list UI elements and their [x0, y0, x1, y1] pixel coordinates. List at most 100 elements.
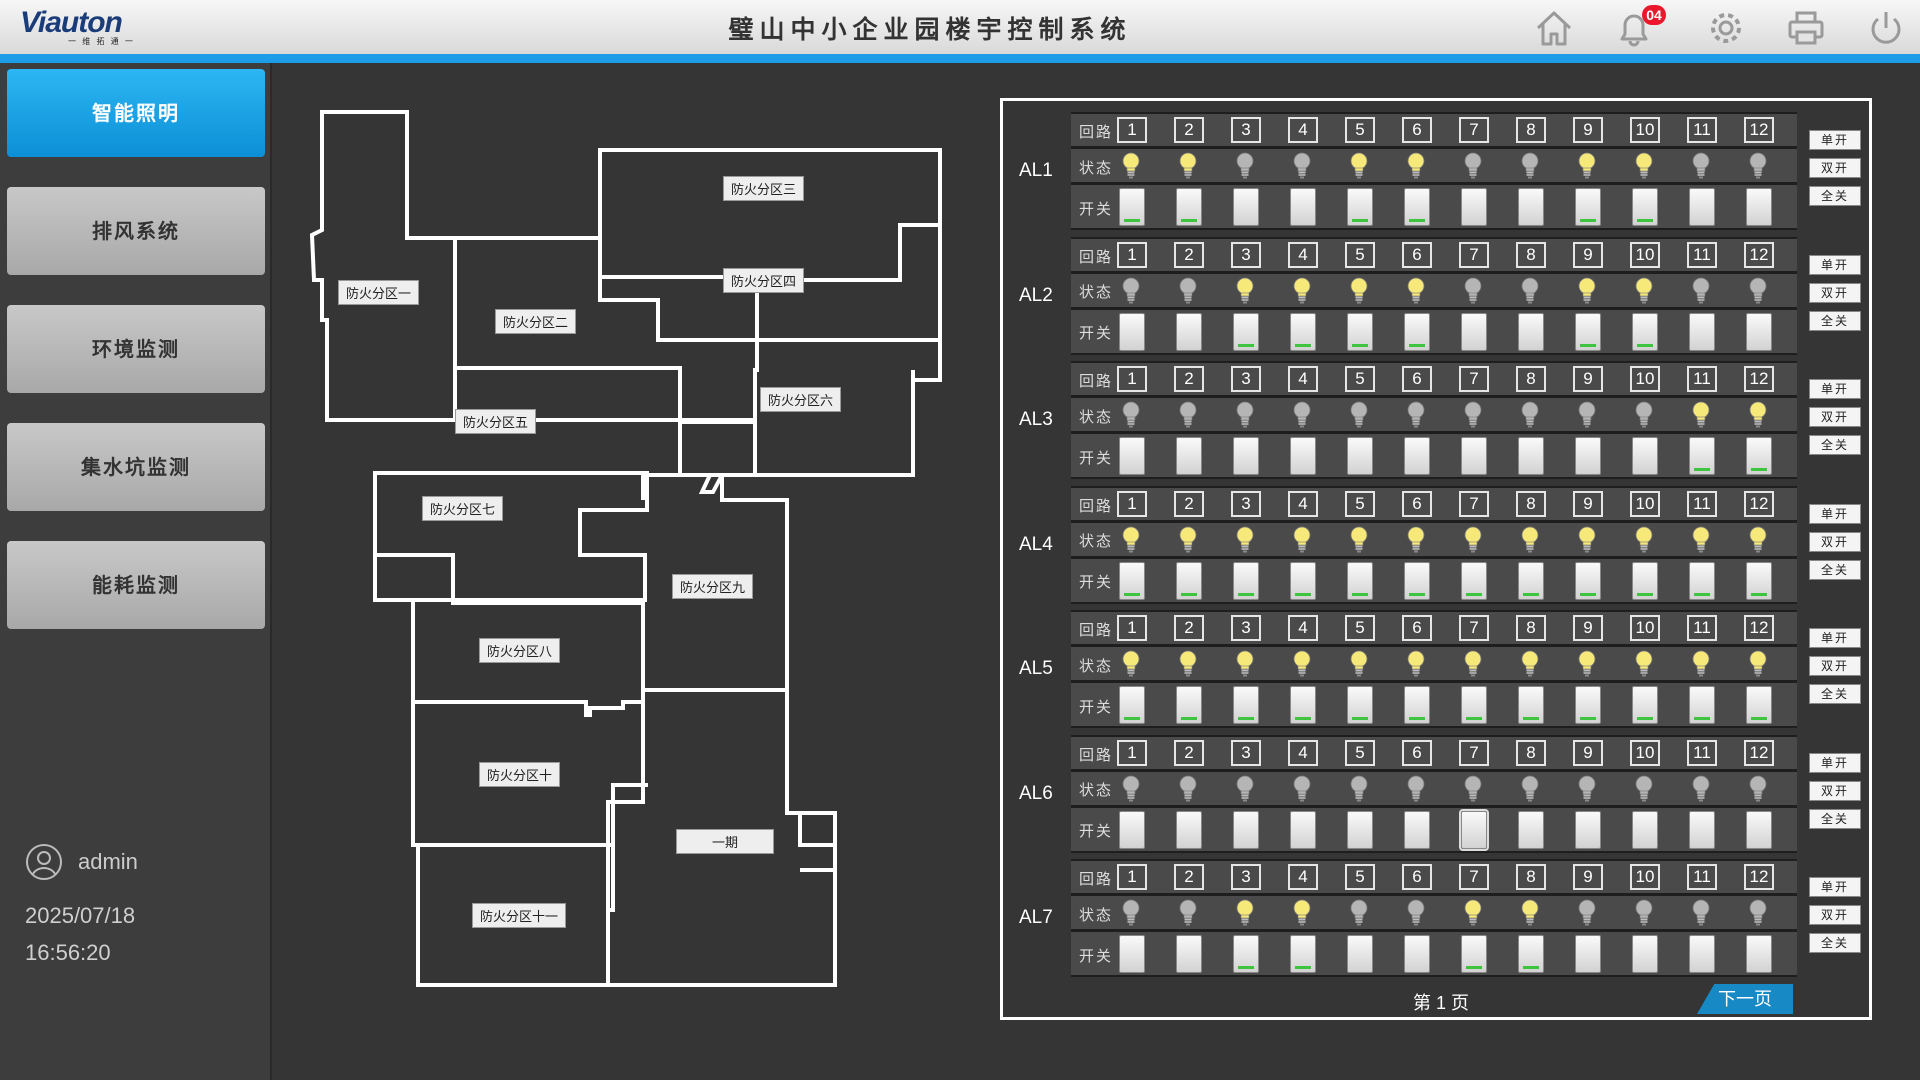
next-page-button[interactable]: 下一页 [1697, 984, 1793, 1014]
nav-energy[interactable]: 能耗监测 [7, 541, 265, 629]
circuit-switch[interactable] [1404, 561, 1430, 600]
nav-ventilation[interactable]: 排风系统 [7, 187, 265, 275]
circuit-switch[interactable] [1632, 437, 1658, 475]
circuit-switch[interactable] [1233, 810, 1259, 849]
circuit-switch[interactable] [1119, 437, 1145, 475]
nav-environment[interactable]: 环境监测 [7, 305, 265, 393]
double-on-button[interactable]: 双开 [1809, 905, 1861, 925]
all-off-button[interactable]: 全关 [1809, 310, 1861, 331]
single-on-button[interactable]: 单开 [1809, 130, 1861, 150]
nav-lighting[interactable]: 智能照明 [7, 69, 265, 157]
circuit-switch[interactable] [1233, 686, 1259, 724]
home-icon[interactable] [1532, 8, 1576, 48]
zone-label[interactable]: 防火分区一 [338, 280, 420, 305]
circuit-switch[interactable] [1347, 188, 1373, 226]
zone-label[interactable]: 防火分区八 [479, 638, 561, 663]
all-off-button[interactable]: 全关 [1809, 684, 1861, 704]
circuit-switch[interactable] [1119, 188, 1145, 226]
circuit-switch[interactable] [1404, 312, 1430, 351]
single-on-button[interactable]: 单开 [1809, 254, 1861, 275]
circuit-switch[interactable] [1518, 810, 1544, 849]
circuit-switch[interactable] [1176, 686, 1202, 724]
circuit-switch[interactable] [1575, 312, 1601, 351]
circuit-switch[interactable] [1689, 935, 1715, 973]
circuit-switch[interactable] [1746, 935, 1772, 973]
double-on-button[interactable]: 双开 [1809, 656, 1861, 676]
circuit-switch[interactable] [1461, 810, 1487, 849]
zone-label[interactable]: 防火分区二 [495, 309, 577, 334]
all-off-button[interactable]: 全关 [1809, 435, 1861, 455]
circuit-switch[interactable] [1233, 312, 1259, 351]
circuit-switch[interactable] [1404, 188, 1430, 226]
circuit-switch[interactable] [1176, 437, 1202, 475]
circuit-switch[interactable] [1347, 935, 1373, 973]
circuit-switch[interactable] [1632, 312, 1658, 351]
zone-label[interactable]: 一期 [676, 829, 774, 854]
circuit-switch[interactable] [1119, 810, 1145, 849]
circuit-switch[interactable] [1233, 188, 1259, 226]
zone-label[interactable]: 防火分区三 [723, 176, 805, 201]
circuit-switch[interactable] [1119, 312, 1145, 351]
circuit-switch[interactable] [1746, 312, 1772, 351]
circuit-switch[interactable] [1632, 188, 1658, 226]
circuit-switch[interactable] [1176, 561, 1202, 600]
circuit-switch[interactable] [1290, 561, 1316, 600]
circuit-switch[interactable] [1119, 561, 1145, 600]
all-off-button[interactable]: 全关 [1809, 933, 1861, 953]
zone-label[interactable]: 防火分区四 [723, 268, 805, 293]
circuit-switch[interactable] [1746, 188, 1772, 226]
circuit-switch[interactable] [1347, 437, 1373, 475]
circuit-switch[interactable] [1689, 561, 1715, 600]
circuit-switch[interactable] [1746, 686, 1772, 724]
circuit-switch[interactable] [1233, 935, 1259, 973]
circuit-switch[interactable] [1518, 561, 1544, 600]
circuit-switch[interactable] [1746, 561, 1772, 600]
circuit-switch[interactable] [1176, 312, 1202, 351]
circuit-switch[interactable] [1689, 437, 1715, 475]
circuit-switch[interactable] [1404, 810, 1430, 849]
printer-icon[interactable] [1784, 8, 1828, 48]
circuit-switch[interactable] [1632, 561, 1658, 600]
circuit-switch[interactable] [1461, 561, 1487, 600]
circuit-switch[interactable] [1176, 935, 1202, 973]
circuit-switch[interactable] [1689, 686, 1715, 724]
circuit-switch[interactable] [1347, 561, 1373, 600]
circuit-switch[interactable] [1575, 437, 1601, 475]
circuit-switch[interactable] [1119, 935, 1145, 973]
single-on-button[interactable]: 单开 [1809, 877, 1861, 897]
circuit-switch[interactable] [1461, 686, 1487, 724]
circuit-switch[interactable] [1290, 686, 1316, 724]
circuit-switch[interactable] [1689, 810, 1715, 849]
circuit-switch[interactable] [1176, 810, 1202, 849]
circuit-switch[interactable] [1347, 312, 1373, 351]
circuit-switch[interactable] [1518, 935, 1544, 973]
double-on-button[interactable]: 双开 [1809, 407, 1861, 427]
circuit-switch[interactable] [1176, 188, 1202, 226]
circuit-switch[interactable] [1575, 935, 1601, 973]
single-on-button[interactable]: 单开 [1809, 379, 1861, 399]
circuit-switch[interactable] [1518, 188, 1544, 226]
circuit-switch[interactable] [1575, 686, 1601, 724]
circuit-switch[interactable] [1290, 935, 1316, 973]
bell-icon[interactable] [1612, 8, 1656, 48]
all-off-button[interactable]: 全关 [1809, 559, 1861, 580]
circuit-switch[interactable] [1404, 935, 1430, 973]
circuit-switch[interactable] [1575, 188, 1601, 226]
zone-label[interactable]: 防火分区五 [455, 409, 537, 434]
single-on-button[interactable]: 单开 [1809, 752, 1861, 773]
circuit-switch[interactable] [1290, 810, 1316, 849]
zone-label[interactable]: 防火分区十 [479, 762, 561, 787]
double-on-button[interactable]: 双开 [1809, 158, 1861, 178]
circuit-switch[interactable] [1461, 935, 1487, 973]
circuit-switch[interactable] [1347, 810, 1373, 849]
circuit-switch[interactable] [1689, 188, 1715, 226]
double-on-button[interactable]: 双开 [1809, 282, 1861, 303]
gear-icon[interactable] [1704, 8, 1748, 48]
circuit-switch[interactable] [1518, 312, 1544, 351]
circuit-switch[interactable] [1632, 935, 1658, 973]
circuit-switch[interactable] [1461, 437, 1487, 475]
circuit-switch[interactable] [1461, 312, 1487, 351]
circuit-switch[interactable] [1746, 437, 1772, 475]
nav-sump[interactable]: 集水坑监测 [7, 423, 265, 511]
all-off-button[interactable]: 全关 [1809, 808, 1861, 829]
